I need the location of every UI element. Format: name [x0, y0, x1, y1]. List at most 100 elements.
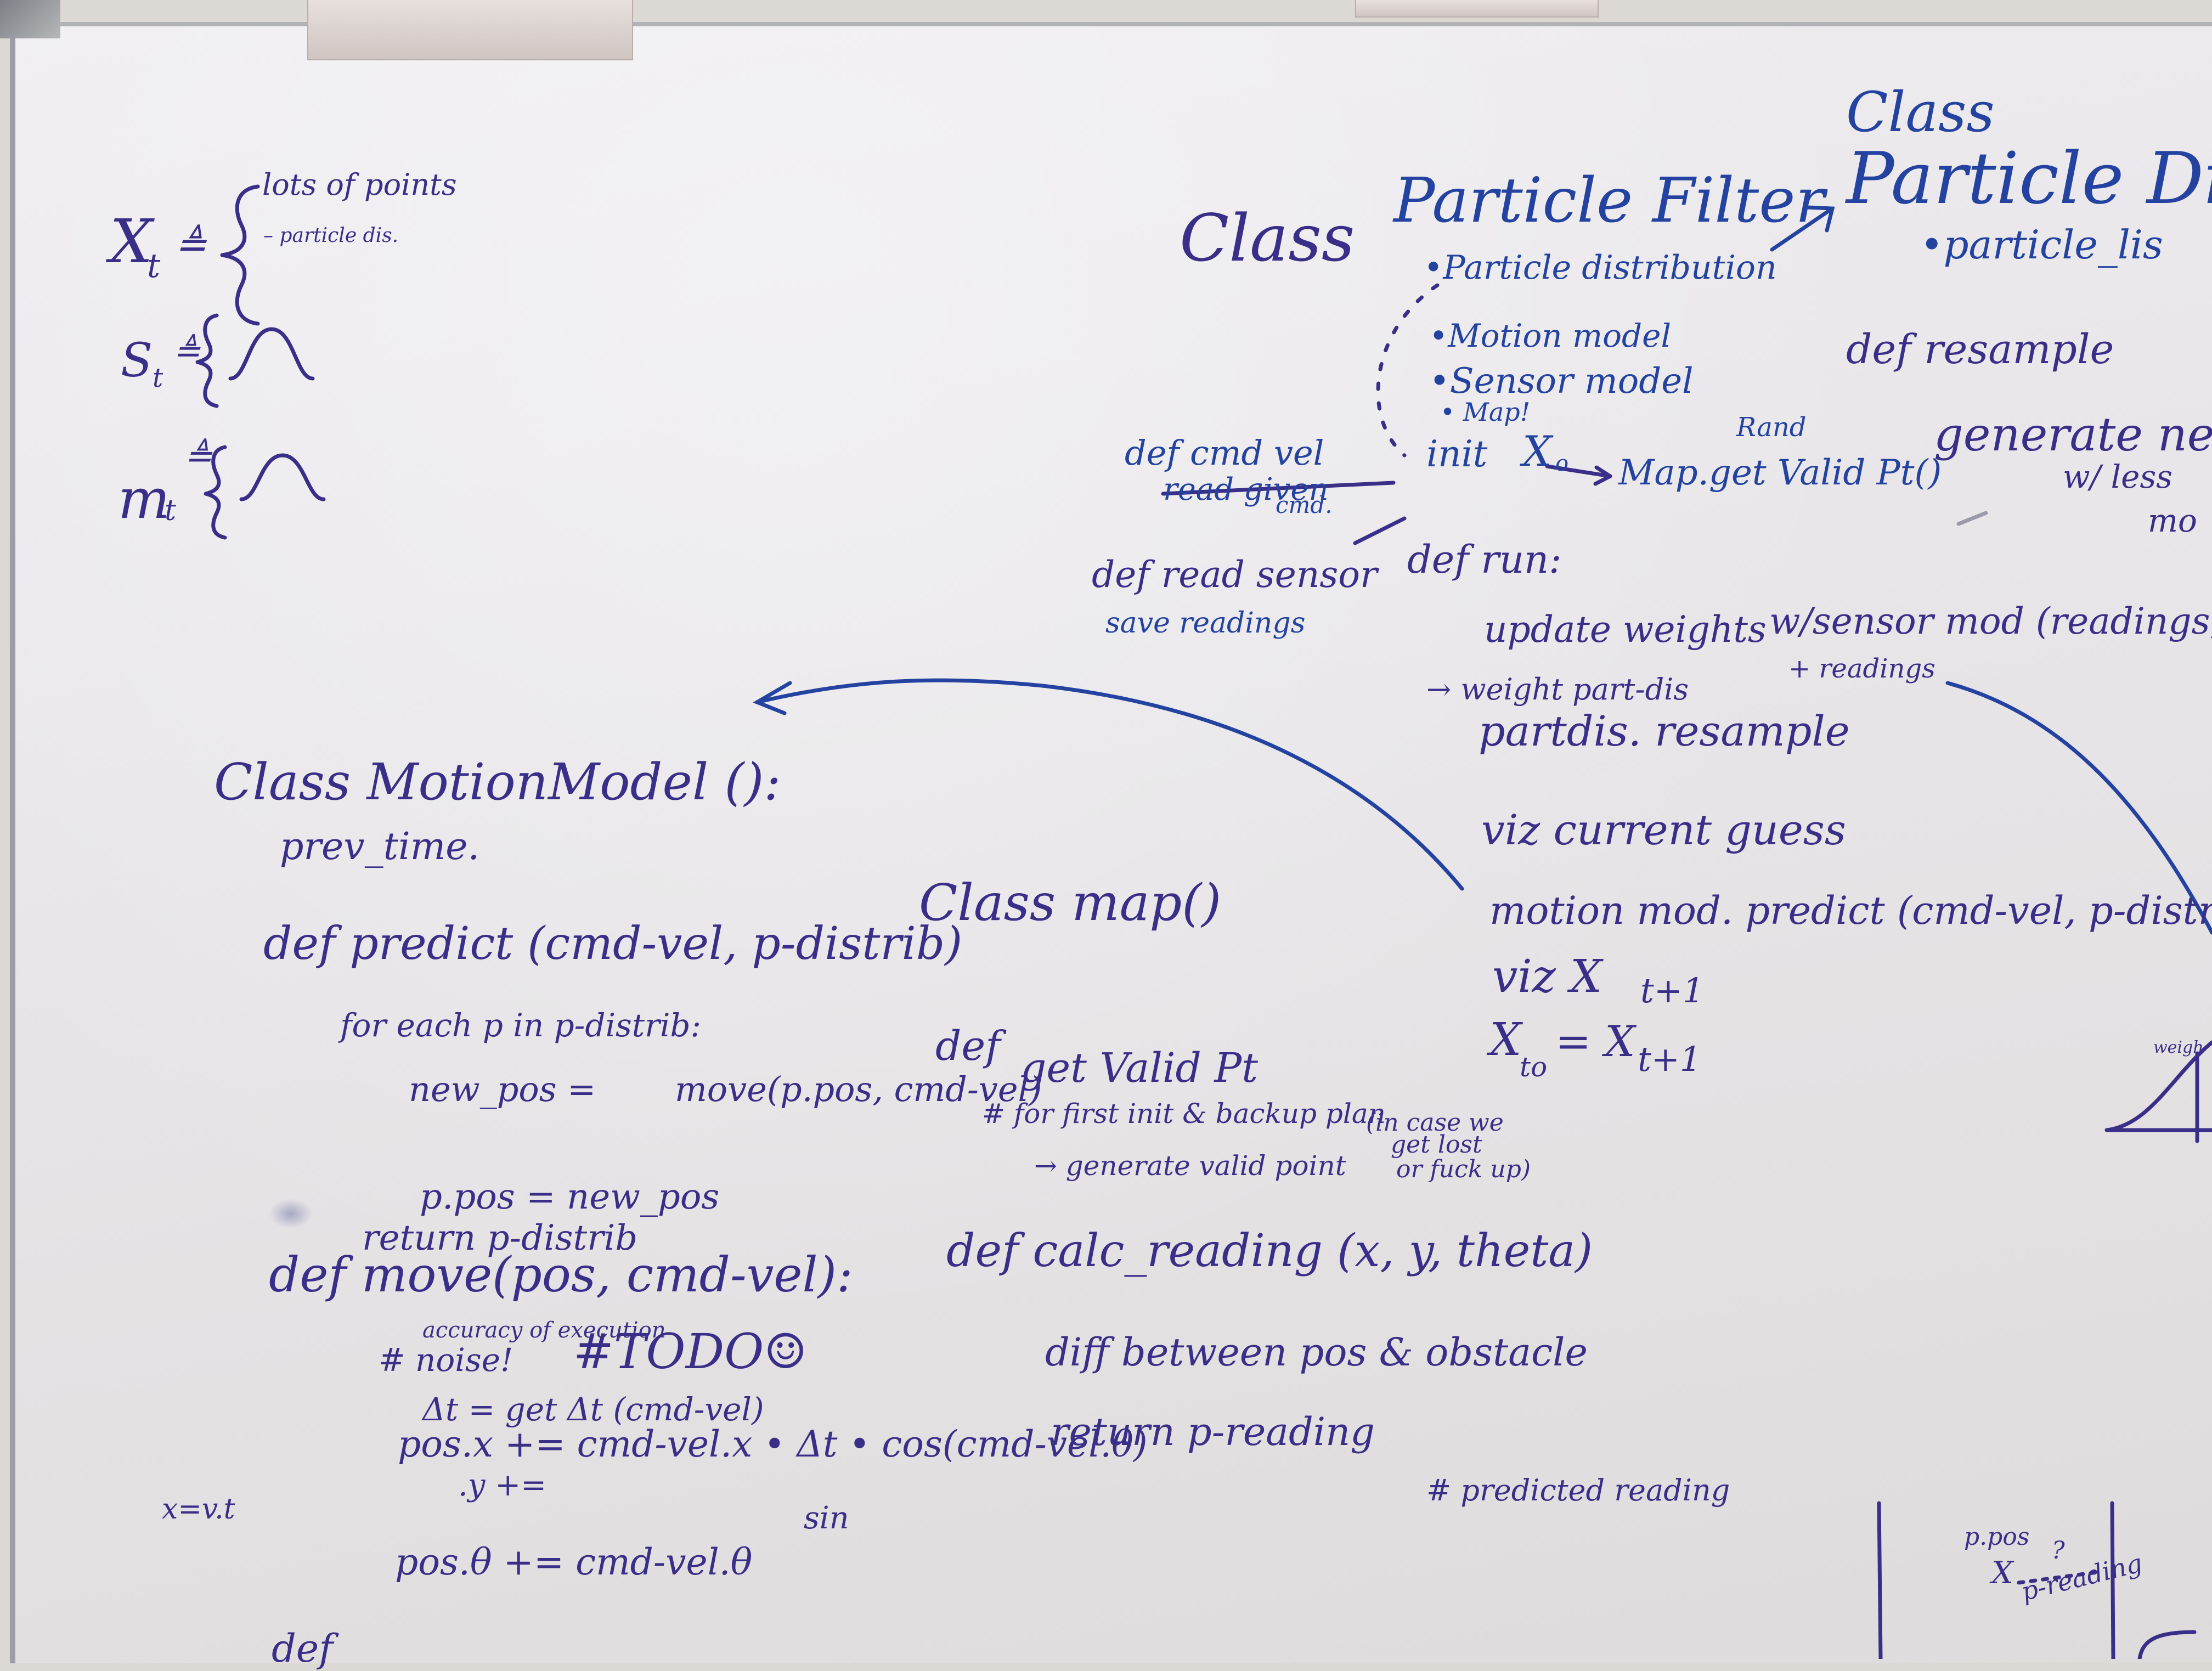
class-arrow	[1770, 206, 1835, 252]
run-assign-x-sub: to	[1520, 1051, 1548, 1083]
mm-pos-theta: pos.θ += cmd-vel.θ	[395, 1541, 753, 1583]
map-generate-valid: → generate valid point	[1034, 1150, 1346, 1182]
save-readings: save readings	[1105, 607, 1306, 640]
pf-rand: Rand	[1736, 412, 1807, 443]
mm-prev-time: prev_time.	[280, 825, 480, 868]
dotted-arc	[1376, 283, 1440, 458]
mm-ppos-assign: p.pos = new_pos	[420, 1177, 720, 1217]
pf-class-name: Particle Filter	[1393, 165, 1825, 236]
st-def-sign: ≜	[173, 332, 201, 370]
pf-attr-sensor: •Sensor model	[1429, 361, 1694, 402]
ink-smudge	[269, 1199, 313, 1229]
run-assign-rest: = X	[1555, 1017, 1635, 1066]
pd-class-name: Particle Dist	[1846, 137, 2212, 220]
run-motion-predict: motion mod. predict (cmd-vel, p-distrib)	[1489, 888, 2212, 933]
map-def-calc-reading: def calc_reading (x, y, theta)	[946, 1225, 1593, 1277]
map-getvalidpt: get Valid Pt	[1020, 1045, 1258, 1092]
map-class-line: Class map()	[919, 873, 1222, 932]
pd-def-resample: def resample	[1846, 326, 2114, 373]
mt-subscript: t	[165, 494, 176, 527]
map-comment: # for first init & backup plan	[982, 1098, 1386, 1130]
run-weight-partdis: → weight part-dis	[1426, 672, 1689, 707]
bottom-corner	[2137, 1630, 2197, 1659]
pf-x0-sub: o	[1555, 451, 1569, 476]
bump-st	[228, 327, 315, 381]
pd-attr-particle-list: •particle_lis	[1920, 222, 2163, 268]
run-viz-guess: viz current guess	[1481, 805, 1846, 854]
mm-pos-y: .y +=	[458, 1467, 547, 1503]
mm-class-line: Class MotionModel ():	[214, 753, 781, 811]
xt-def-sign: ≜	[174, 222, 207, 267]
br-weight-label: weigh	[2153, 1038, 2204, 1057]
pd-generate: generate ne	[1934, 408, 2212, 461]
map-def: def	[935, 1023, 1001, 1070]
underline-given	[1161, 481, 1396, 496]
run-update-weights: update weights	[1484, 608, 1767, 651]
frame-corner	[0, 0, 60, 38]
def-read-sensor: def read sensor	[1092, 554, 1378, 596]
run-viz-xt1-sub: t+1	[1640, 970, 1705, 1010]
mm-delta-t: Δt = get Δt (cmd-vel)	[422, 1391, 764, 1428]
def-run: def run:	[1407, 537, 1562, 582]
mm-def-move: def move(pos, cmd-vel):	[269, 1246, 853, 1303]
map-diff: diff between pos & obstacle	[1045, 1330, 1588, 1375]
run-viz-xt1: viz X	[1492, 951, 1602, 1003]
mt-def-sign: ≜	[184, 436, 212, 476]
mm-accuracy-note: accuracy of execution	[422, 1318, 666, 1343]
mm-for-each: for each p in p-distrib:	[340, 1007, 702, 1044]
tick-sensor	[1353, 516, 1407, 545]
run-plus-readings: + readings	[1788, 653, 1936, 684]
br-question: ?	[2052, 1537, 2065, 1565]
map-incase-3: or fuck up)	[1396, 1155, 1531, 1183]
mm-pos-x: pos.x += cmd-vel.x • Δt • cos(cmd-vel.θ)	[398, 1423, 1148, 1465]
pf-class-keyword: Class	[1180, 200, 1355, 276]
st-symbol: S	[121, 334, 153, 388]
pf-x0: X	[1522, 427, 1553, 476]
brace-st	[195, 313, 219, 408]
long-arrow	[755, 678, 1464, 891]
marker-tray-left	[307, 0, 633, 60]
mm-move-call: move(p.pos, cmd-vel)	[675, 1069, 1042, 1109]
pd-more: mo	[2148, 502, 2197, 539]
init-arrow	[1545, 464, 1612, 478]
mm-return: return p-distrib	[362, 1218, 638, 1258]
pd-class-keyword: Class	[1846, 80, 1995, 144]
bump-mt	[239, 453, 326, 501]
pf-attr-distribution: •Particle distribution	[1424, 249, 1777, 287]
mm-noise-comment: # noise!	[379, 1341, 514, 1379]
st-subscript: t	[153, 363, 163, 393]
mm-new-pos: new_pos =	[409, 1069, 596, 1109]
pf-getvalidpt-call: Map.get Valid Pt()	[1618, 453, 1942, 493]
read-given: read given	[1163, 472, 1329, 507]
faint-arrow	[1956, 511, 1988, 526]
mm-def-bottom: def	[272, 1626, 334, 1671]
map-incase-1: (in case we	[1366, 1109, 1504, 1137]
pd-with-less: w/ less	[2063, 458, 2173, 495]
brace-xt	[220, 184, 260, 326]
br-x-marker: X	[1991, 1555, 2013, 1591]
run-sensor-mod: w/sensor mod (readings, pa	[1769, 600, 2212, 642]
readings-arc	[1945, 681, 2212, 935]
def-cmd-vel: def cmd vel	[1125, 433, 1324, 473]
dotted-ray	[2017, 1570, 2103, 1585]
read-given-cmd: cmd.	[1276, 492, 1333, 518]
mm-todo: #TODO☺	[573, 1323, 808, 1380]
xt-desc-1: lots of points	[262, 167, 457, 202]
xt-subscript: t	[147, 247, 161, 285]
bottom-wall-1	[1877, 1501, 1883, 1659]
marker-tray-right	[1355, 0, 1599, 18]
map-predicted-comment: # predicted reading	[1426, 1473, 1730, 1508]
br-ppos: p.pos	[1964, 1523, 2030, 1551]
map-incase-2: get lost	[1391, 1131, 1482, 1159]
run-assign-rest-sub: t+1	[1638, 1039, 1702, 1079]
mm-def-predict: def predict (cmd-vel, p-distrib)	[263, 918, 963, 970]
run-resample: partdis. resample	[1479, 707, 1850, 755]
xt-symbol: X	[110, 206, 153, 276]
brace-mt	[204, 445, 227, 540]
whiteboard	[10, 22, 2212, 1663]
bottom-wall-2	[2110, 1501, 2115, 1659]
note-x-equals-vt: x=v.t	[162, 1493, 235, 1526]
run-assign-x: X	[1489, 1014, 1522, 1066]
pf-init: init	[1426, 433, 1488, 475]
